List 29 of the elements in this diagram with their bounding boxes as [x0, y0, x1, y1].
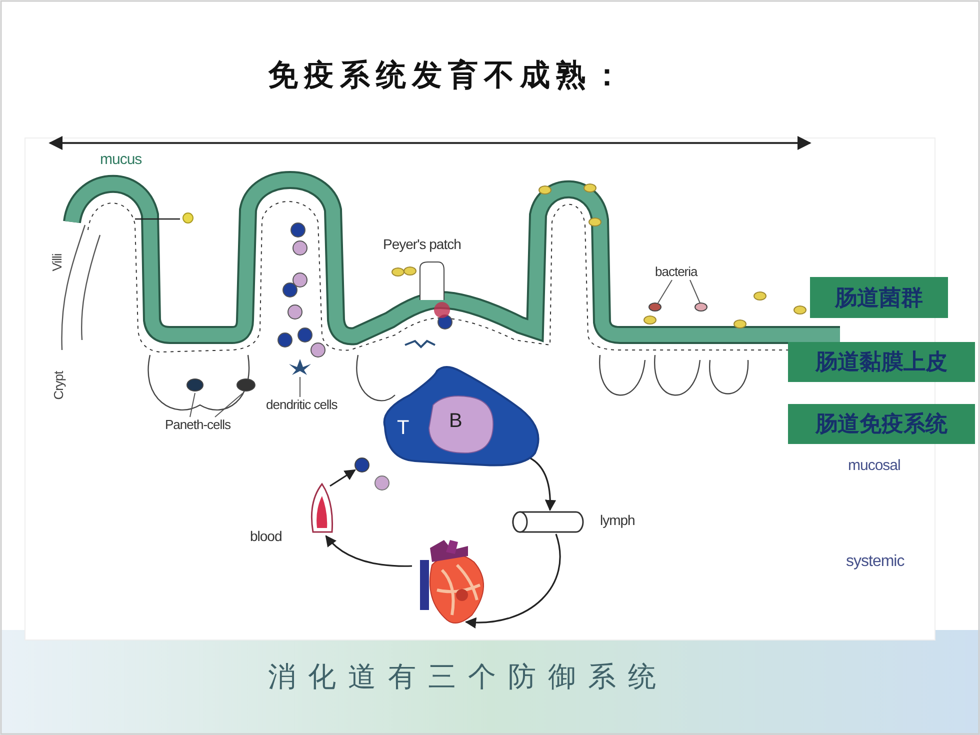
- leader-line: [690, 280, 700, 304]
- zone-label: T: [397, 417, 410, 440]
- label-box: 肠道黏膜上皮: [788, 342, 975, 382]
- caption: 消化道有三个防御系统: [268, 659, 668, 695]
- immune-cell: [354, 457, 370, 473]
- part-label: Peyer's patch: [383, 236, 461, 252]
- part-label: Villi: [49, 254, 64, 272]
- title: 免疫系统发育不成熟：: [268, 57, 628, 95]
- arrow: [530, 457, 556, 512]
- label-box: 肠道免疫系统: [788, 404, 975, 444]
- vessel-label: lymph: [600, 512, 635, 528]
- cell-label: bacteria: [655, 264, 698, 280]
- part-label: mucosal: [848, 457, 900, 474]
- part-label: Crypt: [50, 371, 66, 400]
- paneth-cell: [236, 378, 256, 392]
- arrow: [464, 534, 561, 628]
- paneth-cell: [186, 378, 204, 392]
- label-box: 肠道菌群: [810, 277, 948, 318]
- cell-label: dendritic cells: [266, 397, 338, 413]
- part-label: systemic: [846, 553, 904, 571]
- cell-label: Paneth-cells: [165, 417, 231, 433]
- dendritic-cell: [287, 358, 313, 376]
- leader-line: [190, 392, 196, 418]
- leader-line: [214, 392, 244, 418]
- leader-line: [658, 280, 672, 304]
- arrow: [330, 469, 356, 487]
- part-label: mucus: [100, 151, 142, 168]
- vessel-label: blood: [250, 528, 282, 544]
- arrow: [325, 535, 412, 567]
